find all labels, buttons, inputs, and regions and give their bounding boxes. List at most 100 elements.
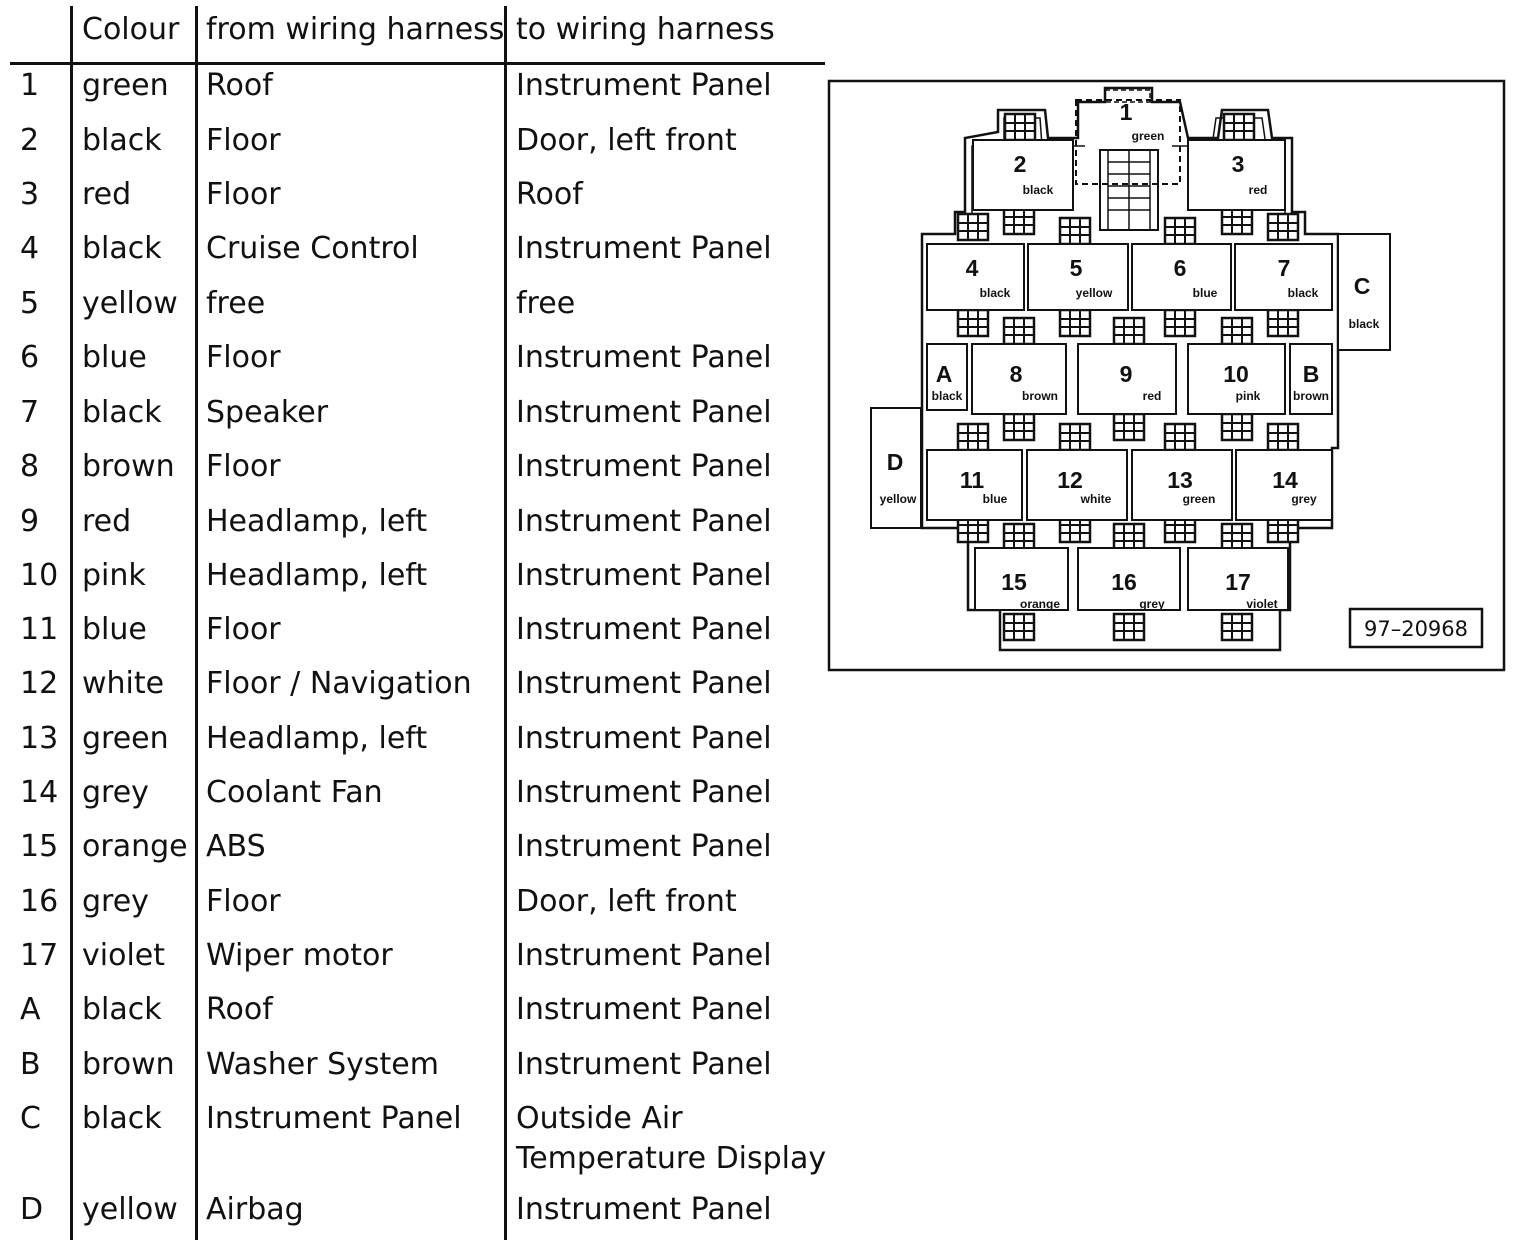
plug-symbol — [1058, 216, 1092, 246]
connector-1-tab — [1104, 89, 1151, 103]
row-from-harness: Wiper motor — [206, 938, 393, 973]
row-to-harness-line: Outside Air — [516, 1101, 683, 1136]
connector-number: 14 — [1272, 467, 1298, 493]
row-id: 7 — [20, 395, 40, 430]
row-from-harness: Floor — [206, 884, 281, 919]
plug-symbol — [956, 212, 990, 242]
connector-number: 6 — [1174, 255, 1187, 281]
connector-boxes: 1green2black3red4black5yellow6blue7black… — [870, 99, 1391, 611]
row-colour: pink — [82, 558, 146, 593]
connector-number: C — [1354, 273, 1371, 299]
connector-colour: blue — [1193, 286, 1218, 300]
row-to-harness: Instrument Panel — [516, 936, 772, 976]
row-to-harness-line: Instrument Panel — [516, 231, 772, 266]
row-to-harness-line: Instrument Panel — [516, 829, 772, 864]
row-colour: orange — [82, 829, 188, 864]
connector-number: 12 — [1057, 467, 1083, 493]
connector-colour: violet — [1246, 597, 1277, 611]
connector-colour: grey — [1139, 597, 1165, 611]
row-colour: black — [82, 231, 162, 266]
row-colour: green — [82, 721, 169, 756]
connector-plugs — [956, 112, 1300, 642]
connector-colour: black — [1288, 286, 1319, 300]
connector-box — [1077, 547, 1181, 611]
row-to-harness: Door, left front — [516, 882, 737, 922]
connector-number: 10 — [1223, 361, 1249, 387]
plug-symbol — [1002, 612, 1036, 642]
row-to-harness: Roof — [516, 175, 583, 215]
connector-number: 1 — [1120, 99, 1133, 125]
row-from-harness: Floor — [206, 449, 281, 484]
row-from-harness: Floor — [206, 340, 281, 375]
row-to-harness-line: free — [516, 286, 576, 321]
connector-colour: orange — [1020, 597, 1060, 611]
column-divider — [195, 6, 198, 1240]
connector-number: 17 — [1225, 569, 1251, 595]
row-colour: black — [82, 123, 162, 158]
row-to-harness: Instrument Panel — [516, 447, 772, 487]
row-to-harness: Instrument Panel — [516, 502, 772, 542]
row-to-harness: Instrument Panel — [516, 1190, 772, 1230]
row-colour: black — [82, 992, 162, 1027]
plug-symbol — [1163, 422, 1197, 452]
connector-box — [1131, 243, 1232, 311]
connector-box — [1289, 343, 1333, 415]
connector-box — [1187, 139, 1286, 211]
connector-colour: red — [1249, 183, 1268, 197]
row-to-harness-line: Roof — [516, 177, 583, 212]
connector-box — [870, 407, 922, 529]
row-id: A — [20, 992, 41, 1027]
row-id: 11 — [20, 612, 59, 647]
connector-colour: blue — [983, 492, 1008, 506]
connector-number: 4 — [966, 255, 979, 281]
row-to-harness-line: Door, left front — [516, 884, 737, 919]
plug-symbol — [1002, 316, 1036, 346]
row-from-harness: Roof — [206, 992, 273, 1027]
row-id: 14 — [20, 775, 59, 810]
connector-number: 15 — [1001, 569, 1027, 595]
row-colour: yellow — [82, 286, 178, 321]
connector-box — [1187, 547, 1289, 611]
connector-box — [972, 139, 1074, 211]
row-colour: blue — [82, 340, 147, 375]
row-colour: blue — [82, 612, 147, 647]
row-to-harness: Instrument Panel — [516, 990, 772, 1030]
row-to-harness: free — [516, 284, 575, 324]
row-to-harness: Instrument Panel — [516, 393, 772, 433]
plug-symbol — [1266, 212, 1300, 242]
row-from-harness: Floor / Navigation — [206, 666, 472, 701]
connector-box — [1077, 343, 1177, 415]
plug-symbol — [1058, 308, 1092, 338]
row-colour: white — [82, 666, 165, 701]
row-from-harness: Headlamp, left — [206, 504, 428, 539]
row-to-harness-line: Instrument Panel — [516, 666, 772, 701]
row-id: 6 — [20, 340, 40, 375]
header-from-harness: from wiring harness — [206, 12, 505, 47]
connector-number: 5 — [1070, 255, 1083, 281]
reference-number: 97–20968 — [1364, 617, 1468, 641]
connector-colour: grey — [1291, 492, 1317, 506]
row-to-harness-line: Instrument Panel — [516, 992, 772, 1027]
connector-colour: black — [1023, 183, 1054, 197]
row-id: 5 — [20, 286, 40, 321]
row-id: C — [20, 1101, 41, 1136]
row-id: 3 — [20, 177, 40, 212]
row-to-harness: Instrument Panel — [516, 610, 772, 650]
row-from-harness: Cruise Control — [206, 231, 419, 266]
plug-symbol — [1222, 112, 1256, 142]
row-colour: black — [82, 1101, 162, 1136]
reference-box — [1348, 607, 1484, 649]
row-from-harness: Floor — [206, 612, 281, 647]
connector-colour: black — [1349, 317, 1380, 331]
row-colour: brown — [82, 449, 175, 484]
row-to-harness: Door, left front — [516, 121, 737, 161]
